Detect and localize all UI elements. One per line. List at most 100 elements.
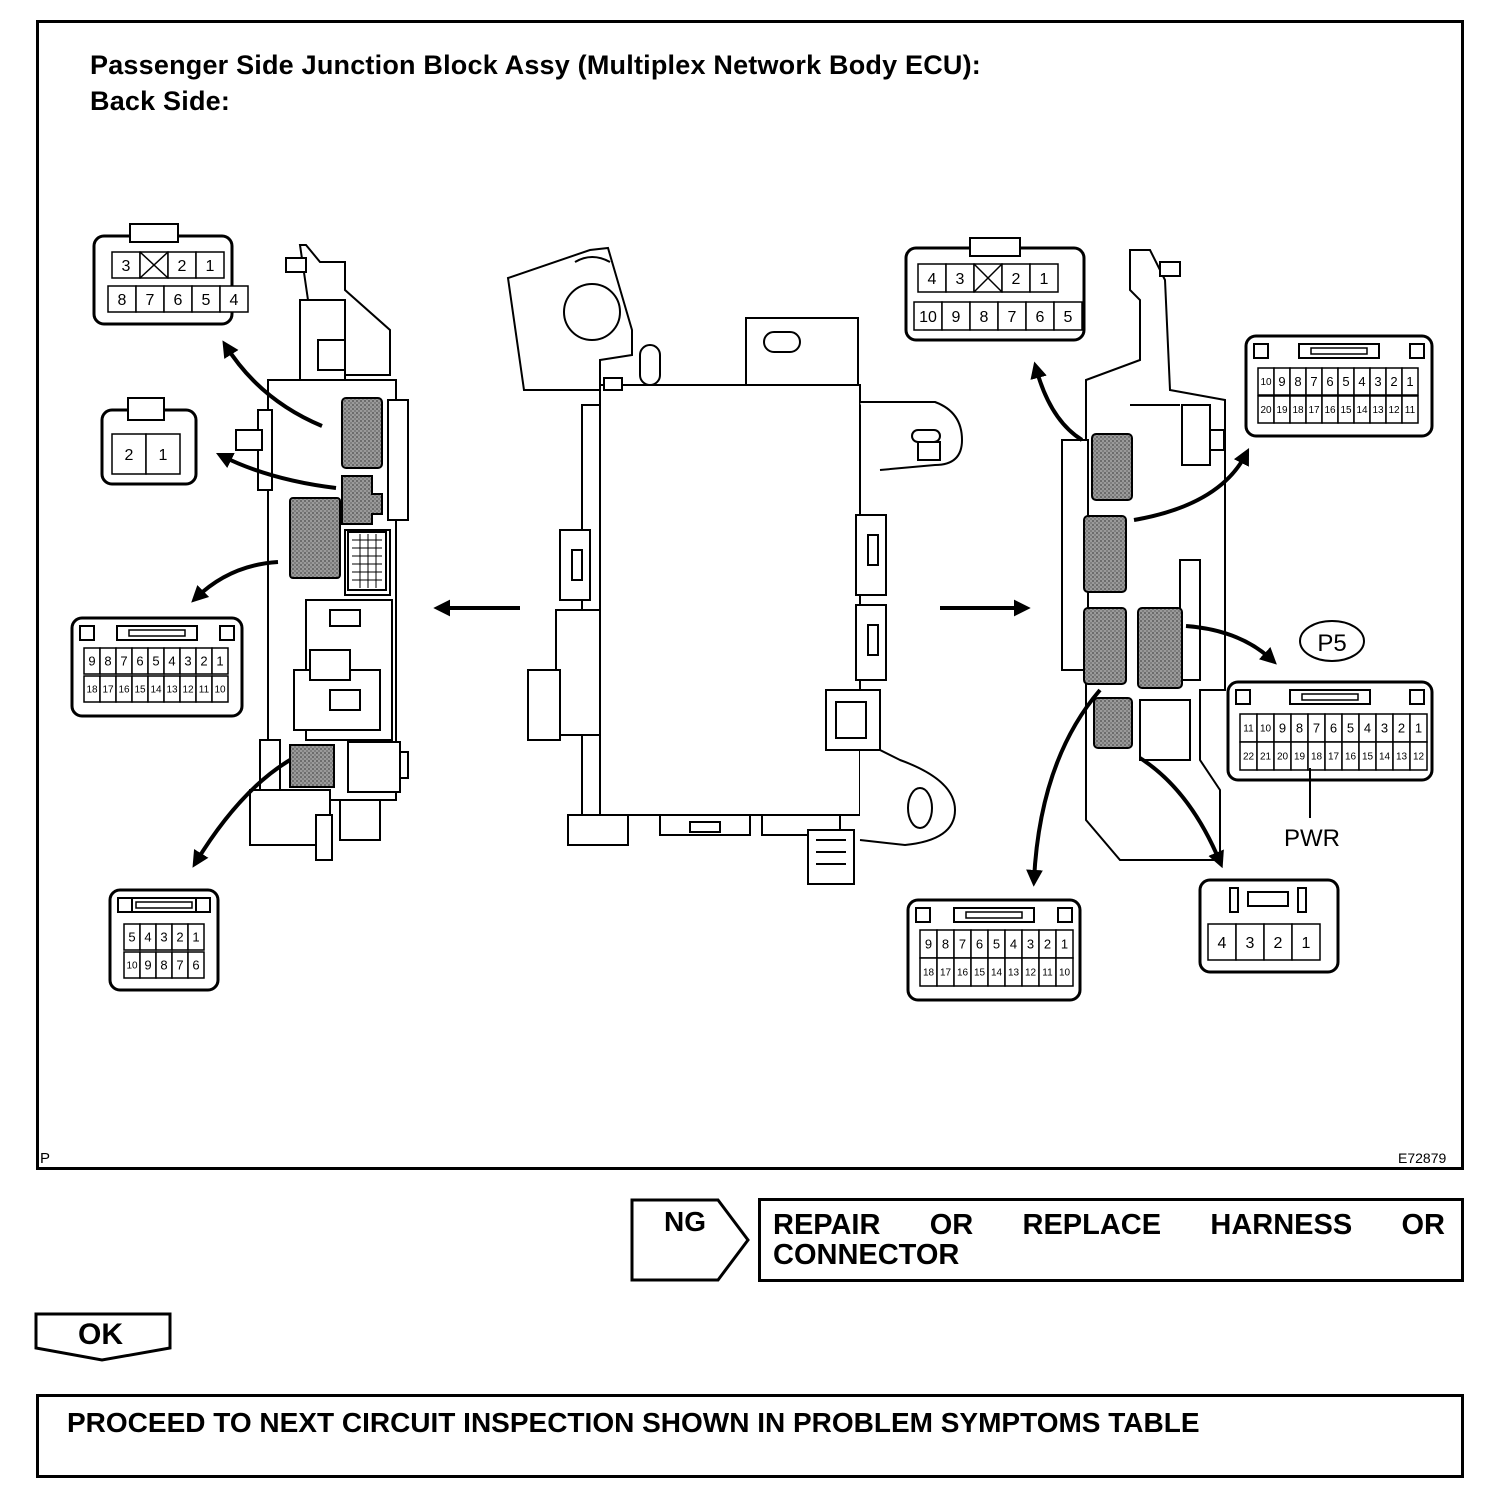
terminal-number: 3 xyxy=(184,654,191,669)
terminal-number: 1 xyxy=(1415,721,1422,736)
terminal-number: 2 xyxy=(178,258,187,275)
terminal-number: 8 xyxy=(160,958,167,973)
terminal-number: 3 xyxy=(1027,937,1034,952)
figure-frame xyxy=(36,20,1464,1170)
terminal-number: 9 xyxy=(925,937,932,952)
terminal-number: 5 xyxy=(128,930,135,945)
terminal-number: 18 xyxy=(1311,752,1323,763)
terminal-number: 2 xyxy=(1274,935,1283,952)
terminal-number: 4 xyxy=(928,271,937,288)
figure-id: E72879 xyxy=(1398,1150,1447,1166)
terminal-number: 3 xyxy=(1374,374,1381,389)
terminal-number: 6 xyxy=(1326,374,1333,389)
terminal-number: 14 xyxy=(991,968,1003,979)
terminal-number: 7 xyxy=(1310,374,1317,389)
terminal-number: 1 xyxy=(1040,271,1049,288)
connector-code-ellipse xyxy=(1299,620,1365,662)
terminal-number: 1 xyxy=(206,258,215,275)
corner-label: P xyxy=(40,1150,51,1167)
terminal-number: 10 xyxy=(1260,724,1272,735)
terminal-number: 6 xyxy=(174,292,183,309)
figure-subtitle: Back Side: xyxy=(90,86,231,116)
terminal-number: 12 xyxy=(182,685,194,696)
terminal-number: 2 xyxy=(200,654,207,669)
terminal-number: 4 xyxy=(1358,374,1365,389)
terminal-number: 4 xyxy=(1010,937,1017,952)
ng-branch-shape xyxy=(630,1198,750,1282)
terminal-number: 5 xyxy=(202,292,211,309)
figure-title: Passenger Side Junction Block Assy (Mult… xyxy=(90,50,981,80)
ecu-body xyxy=(506,246,964,885)
terminal-number: 17 xyxy=(1308,405,1320,416)
terminal-number: 2 xyxy=(1044,937,1051,952)
terminal-number: 12 xyxy=(1025,968,1037,979)
terminal-number: 5 xyxy=(1347,721,1354,736)
terminal-number: 10 xyxy=(126,961,138,972)
terminal-number: 13 xyxy=(1396,752,1408,763)
terminal-number: 16 xyxy=(1345,752,1357,763)
terminal-number: 2 xyxy=(1390,374,1397,389)
terminal-number: 9 xyxy=(88,654,95,669)
terminal-number: 4 xyxy=(144,930,151,945)
terminal-number: 4 xyxy=(168,654,175,669)
terminal-number: 7 xyxy=(176,958,183,973)
terminal-number: 13 xyxy=(1008,968,1020,979)
ok-label: OK xyxy=(78,1318,123,1351)
terminal-number: 18 xyxy=(86,685,98,696)
terminal-number: 12 xyxy=(1413,752,1425,763)
terminal-number: 14 xyxy=(1379,752,1391,763)
terminal-number: 22 xyxy=(1243,752,1255,763)
terminal-number: 15 xyxy=(974,968,986,979)
terminal-number: 14 xyxy=(150,685,162,696)
terminal-number: 4 xyxy=(230,292,239,309)
terminal-number: 7 xyxy=(959,937,966,952)
terminal-number: 16 xyxy=(1324,405,1336,416)
terminal-number: 3 xyxy=(1381,721,1388,736)
terminal-number: 1 xyxy=(216,654,223,669)
terminal-number: 11 xyxy=(1042,968,1053,979)
terminal-number: 5 xyxy=(152,654,159,669)
terminal-number: 8 xyxy=(118,292,127,309)
terminal-number: 13 xyxy=(166,685,178,696)
ok-branch-shape xyxy=(34,1312,172,1362)
terminal-number: 3 xyxy=(160,930,167,945)
terminal-number: 3 xyxy=(956,271,965,288)
terminal-number: 10 xyxy=(1059,968,1071,979)
terminal-number: 7 xyxy=(120,654,127,669)
terminal-number: 3 xyxy=(122,258,131,275)
terminal-number: 1 xyxy=(1302,935,1311,952)
terminal-number: 15 xyxy=(1340,405,1352,416)
ng-action-line1: REPAIR OR REPLACE HARNESS OR xyxy=(773,1209,1445,1241)
terminal-number: 8 xyxy=(1294,374,1301,389)
terminal-number: 18 xyxy=(923,968,935,979)
terminal-number: 1 xyxy=(192,930,199,945)
terminal-number: 4 xyxy=(1364,721,1371,736)
terminal-number: 17 xyxy=(940,968,952,979)
ok-action-text: PROCEED TO NEXT CIRCUIT INSPECTION SHOWN… xyxy=(67,1407,1200,1438)
ng-action-line2: CONNECTOR xyxy=(773,1239,960,1271)
terminal-number: 9 xyxy=(952,309,961,326)
terminal-number: 17 xyxy=(102,685,114,696)
terminal-number: 5 xyxy=(993,937,1000,952)
terminal-number: 6 xyxy=(1036,309,1045,326)
terminal-number: 5 xyxy=(1064,309,1073,326)
ng-action-box: REPAIR OR REPLACE HARNESS OR CONNECTOR xyxy=(758,1198,1464,1282)
terminal-number: 8 xyxy=(942,937,949,952)
terminal-number: 9 xyxy=(144,958,151,973)
terminal-number: 14 xyxy=(1356,405,1368,416)
terminal-number: 20 xyxy=(1260,405,1272,416)
terminal-number: 10 xyxy=(1260,377,1272,388)
terminal-number: 12 xyxy=(1388,405,1400,416)
terminal-number: 2 xyxy=(1398,721,1405,736)
ok-action-box: PROCEED TO NEXT CIRCUIT INSPECTION SHOWN… xyxy=(36,1394,1464,1478)
terminal-number: 1 xyxy=(159,447,168,464)
terminal-number: 5 xyxy=(1342,374,1349,389)
terminal-number: 7 xyxy=(1008,309,1017,326)
terminal-number: 10 xyxy=(919,309,937,326)
